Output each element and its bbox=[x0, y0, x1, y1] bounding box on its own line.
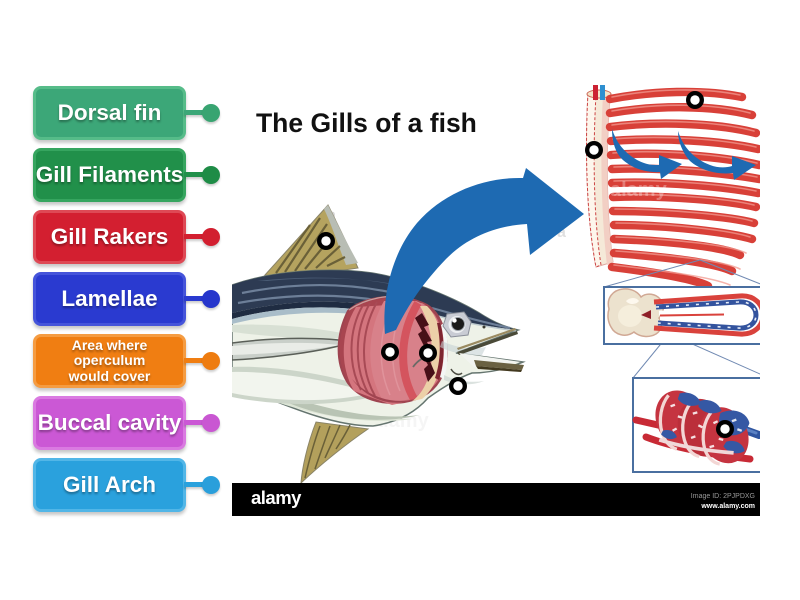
svg-text:alamy: alamy bbox=[610, 179, 668, 201]
svg-text:Image ID: 2PJPDXG: Image ID: 2PJPDXG bbox=[691, 493, 755, 500]
svg-text:a: a bbox=[557, 224, 566, 241]
svg-text:alamy: alamy bbox=[251, 487, 302, 508]
svg-text:The Gills of a fish: The Gills of a fish bbox=[256, 108, 477, 138]
svg-text:www.alamy.com: www.alamy.com bbox=[700, 503, 755, 510]
